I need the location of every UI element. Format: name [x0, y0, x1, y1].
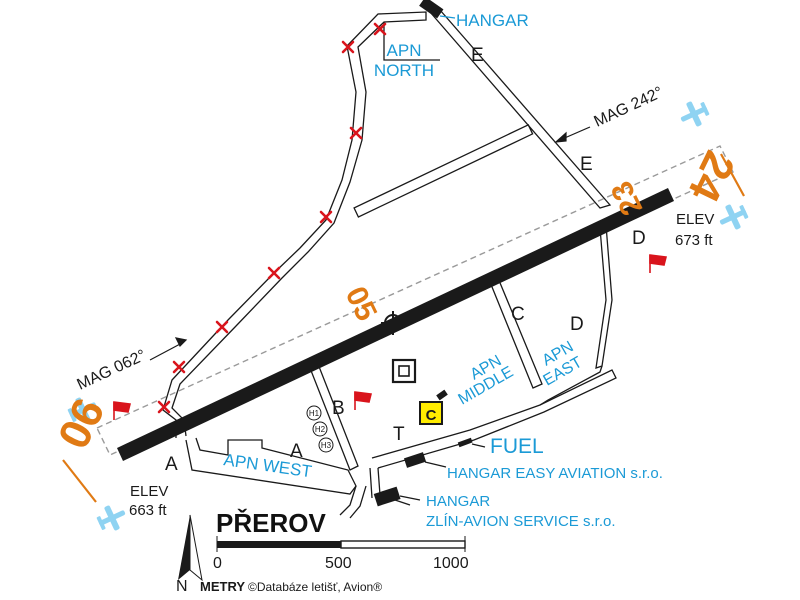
taxiway-t: T [393, 424, 405, 445]
apron-north-line1: APN [387, 41, 422, 60]
helipad-h2: H2 [315, 425, 326, 434]
helipads [306, 405, 334, 453]
helipad-h1: H1 [309, 409, 320, 418]
scale-tick-0: 0 [213, 555, 222, 572]
plane-icon [719, 204, 749, 230]
runway-number-06: 06 [49, 391, 115, 456]
runway-strip [96, 145, 734, 456]
hangar-north-label: HANGAR [456, 11, 529, 30]
runway [117, 188, 674, 461]
elev-west-value: 663 ft [129, 502, 167, 519]
parking-c-label: C [426, 407, 437, 424]
plane-icon [67, 397, 97, 423]
airport-reference-point-icon [381, 311, 405, 335]
terminal-building-icon [391, 358, 417, 384]
windsock-icon [354, 391, 372, 410]
hangar-zlin-label-2: ZLÍN-AVION SERVICE s.r.o. [426, 513, 616, 530]
taxiway-e-runway: E [580, 154, 593, 175]
taxiway-a-west: A [165, 454, 178, 475]
scale-tick-1000: 1000 [433, 555, 469, 572]
taxiway-b: B [332, 398, 345, 419]
taxiway-network [162, 9, 617, 519]
plane-icon [96, 505, 126, 531]
elev-west-label: ELEV [130, 483, 168, 500]
windsock-icon [113, 401, 131, 420]
scale-bar [216, 536, 466, 552]
scale-tick-500: 500 [325, 555, 352, 572]
credit: ©Databáze letišť, Avion® [248, 580, 382, 594]
city-name: PŘEROV [216, 508, 326, 538]
hangar-north-building [419, 0, 444, 19]
runway-06-underline [62, 459, 97, 503]
mag-242-label: MAG 242° [592, 84, 666, 131]
runway-24-underline [720, 153, 745, 197]
elev-east-value: 673 ft [675, 232, 713, 249]
taxiway-d-east: D [570, 314, 584, 335]
plane-icon [680, 101, 710, 127]
taxiway-d-runway: D [632, 228, 646, 249]
north-label: N [176, 578, 188, 595]
hangar-easy-label: HANGAR EASY AVIATION s.r.o. [447, 465, 663, 482]
fuel-label: FUEL [490, 435, 544, 458]
hangar-zlin-label-1: HANGAR [426, 493, 490, 510]
mag-062-label: MAG 062° [75, 347, 149, 394]
leader-lines [149, 126, 591, 501]
taxiway-e-north: E [471, 45, 484, 66]
elev-east-label: ELEV [676, 211, 714, 228]
windsock-icon [649, 254, 667, 273]
parking-c-box [419, 401, 443, 425]
approach-plane-icons [67, 101, 749, 531]
taxiway-a-apron: A [290, 441, 303, 462]
parking-c-building [436, 389, 448, 401]
windsock-icons [113, 254, 667, 420]
blue-leader-lines [439, 15, 456, 19]
runway-number-05: 05 [339, 282, 383, 326]
fuel-building [457, 437, 473, 448]
buildings [373, 0, 473, 507]
north-arrow-icon [178, 514, 203, 582]
scale-unit: METRY [200, 579, 245, 594]
apron-north-line2: NORTH [374, 61, 434, 80]
hangar-easy-building [403, 452, 427, 468]
taxiway-c: C [511, 304, 525, 325]
obstacle-markers [157, 22, 387, 414]
helipad-h3: H3 [321, 441, 332, 450]
hangar-zlin-building [373, 486, 401, 507]
